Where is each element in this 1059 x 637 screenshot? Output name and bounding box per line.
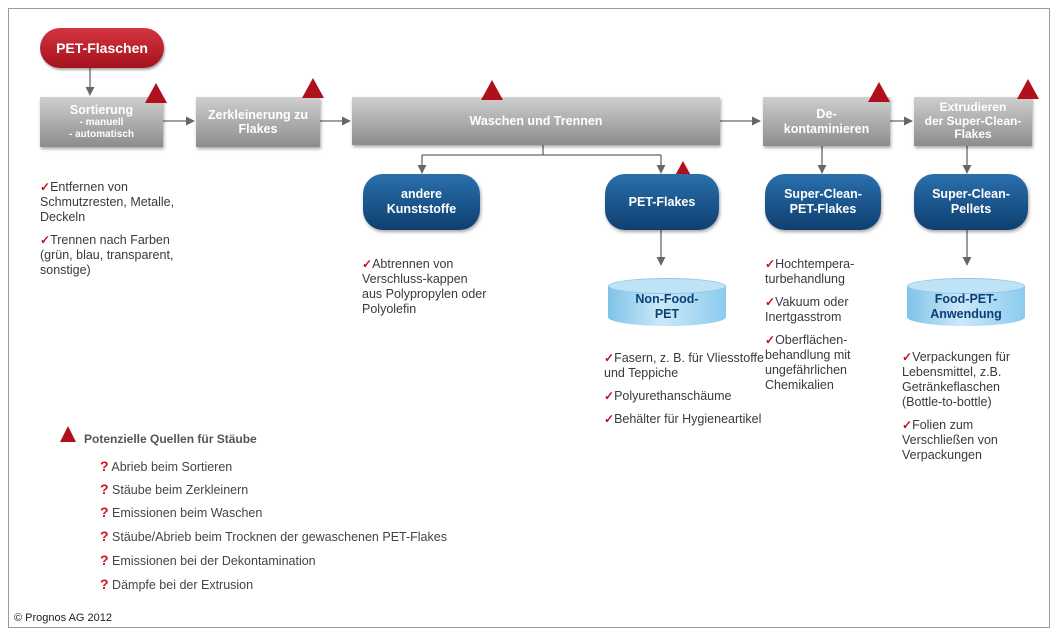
legend-item: ? Stäube/Abrieb beim Trocknen der gewasc… [100, 528, 447, 544]
notes-nonfood: ✓Fasern, z. B. für Vliesstoffe und Teppi… [604, 351, 764, 435]
dust-marker-zerkleinerung [302, 78, 324, 98]
dust-marker-waschen [481, 80, 503, 100]
note-item: ✓Folien zum Verschließen von Verpackunge… [902, 418, 998, 462]
note-item: ✓Trennen nach Farben (grün, blau, transp… [40, 233, 174, 277]
output-super-clean-flakes: Super-Clean- PET-Flakes [765, 174, 881, 230]
check-icon: ✓ [765, 257, 776, 271]
note-item: ✓Oberflächen-behandlung mit ungefährlich… [765, 333, 851, 392]
product-food-pet: Food-PET- Anwendung [907, 278, 1025, 338]
product-nonfood-line-2: PET [654, 307, 680, 321]
check-icon: ✓ [902, 418, 913, 432]
notes-food: ✓Verpackungen für Lebensmittel, z.B. Get… [902, 350, 1034, 471]
note-item: ✓Fasern, z. B. für Vliesstoffe und Teppi… [604, 351, 764, 380]
check-icon: ✓ [40, 233, 51, 247]
copyright-footer: © Prognos AG 2012 [14, 612, 113, 624]
check-icon: ✓ [765, 295, 776, 309]
dust-marker-dekontamination [868, 82, 890, 102]
output-andere-kunststoffe: andere Kunststoffe [363, 174, 480, 230]
step-sortierung-sub-1: - manuell [79, 117, 124, 129]
dust-marker-sortierung [145, 83, 167, 103]
step-dekontaminieren: De- kontaminieren [763, 97, 890, 146]
product-food-line-2: Anwendung [930, 307, 1002, 321]
question-icon: ? [100, 481, 109, 497]
legend-item: ? Abrieb beim Sortieren [100, 458, 233, 474]
output-scpellets-line-2: Pellets [950, 202, 992, 216]
legend-item: ? Emissionen beim Waschen [100, 504, 263, 520]
legend-item: ? Emissionen bei der Dekontamination [100, 552, 316, 568]
legend-title: Potenzielle Quellen für Stäube [84, 432, 257, 446]
question-icon: ? [100, 458, 109, 474]
step-waschen: Waschen und Trennen [352, 97, 720, 145]
check-icon: ✓ [604, 412, 615, 426]
question-icon: ? [100, 504, 109, 520]
output-scflakes-line-1: Super-Clean- [784, 187, 862, 201]
step-extr-line-3: Flakes [954, 127, 992, 142]
step-zerkleinerung: Zerkleinerung zu Flakes [196, 97, 320, 147]
check-icon: ✓ [40, 180, 51, 194]
step-sortierung-sub-2: - automatisch [68, 129, 134, 141]
check-icon: ✓ [604, 351, 615, 365]
note-item: ✓Behälter für Hygieneartikel [604, 412, 762, 426]
note-item: ✓Abtrennen von Verschluss-kappen aus Pol… [362, 257, 487, 316]
step-sortierung-title: Sortierung [69, 102, 134, 117]
notes-sortierung: ✓Entfernen von Schmutzresten, Metalle, D… [40, 180, 175, 286]
output-scpellets-line-1: Super-Clean- [932, 187, 1010, 201]
check-icon: ✓ [765, 333, 776, 347]
step-dekont-line-2: kontaminieren [783, 121, 870, 136]
step-extr-line-1: Extrudieren [939, 99, 1007, 114]
step-dekont-line-1: De- [816, 107, 837, 122]
output-petflakes-label: PET-Flakes [628, 194, 696, 209]
question-icon: ? [100, 576, 109, 592]
output-scflakes-line-2: PET-Flakes [789, 202, 857, 216]
step-zerkleinerung-title: Zerkleinerung zu Flakes [207, 107, 309, 136]
check-icon: ✓ [902, 350, 913, 364]
dust-marker-extrusion [1017, 79, 1039, 99]
note-item: ✓Entfernen von Schmutzresten, Metalle, D… [40, 180, 175, 224]
product-food-line-1: Food-PET- [934, 292, 998, 306]
legend-item: ? Stäube beim Zerkleinern [100, 481, 249, 497]
note-item: ✓Hochtempera-turbehandlung [765, 257, 855, 286]
product-nonfood-line-1: Non-Food- [635, 292, 699, 306]
check-icon: ✓ [604, 389, 615, 403]
diagram-frame [8, 8, 1050, 628]
question-icon: ? [100, 528, 109, 544]
legend-item: ? Dämpfe bei der Extrusion [100, 576, 254, 592]
output-pet-flakes: PET-Flakes [605, 174, 719, 230]
output-andere-line-1: andere [401, 187, 442, 201]
step-extrudieren: Extrudieren der Super-Clean- Flakes [914, 97, 1032, 146]
check-icon: ✓ [362, 257, 373, 271]
start-node: PET-Flaschen [40, 28, 164, 68]
question-icon: ? [100, 552, 109, 568]
step-extr-line-2: der Super-Clean- [924, 113, 1022, 128]
step-sortierung: Sortierung - manuell - automatisch [40, 97, 163, 147]
output-super-clean-pellets: Super-Clean- Pellets [914, 174, 1028, 230]
notes-dekontamination: ✓Hochtempera-turbehandlung ✓Vakuum oder … [765, 257, 890, 401]
notes-andere: ✓Abtrennen von Verschluss-kappen aus Pol… [362, 257, 487, 325]
note-item: ✓Verpackungen für Lebensmittel, z.B. Get… [902, 350, 1011, 409]
product-non-food-pet: Non-Food- PET [608, 278, 726, 338]
note-item: ✓Polyurethanschäume [604, 389, 732, 403]
legend-triangle-icon [60, 426, 76, 442]
note-item: ✓Vakuum oder Inertgasstrom [765, 295, 849, 324]
step-waschen-title: Waschen und Trennen [469, 113, 603, 128]
output-andere-line-2: Kunststoffe [386, 202, 457, 216]
